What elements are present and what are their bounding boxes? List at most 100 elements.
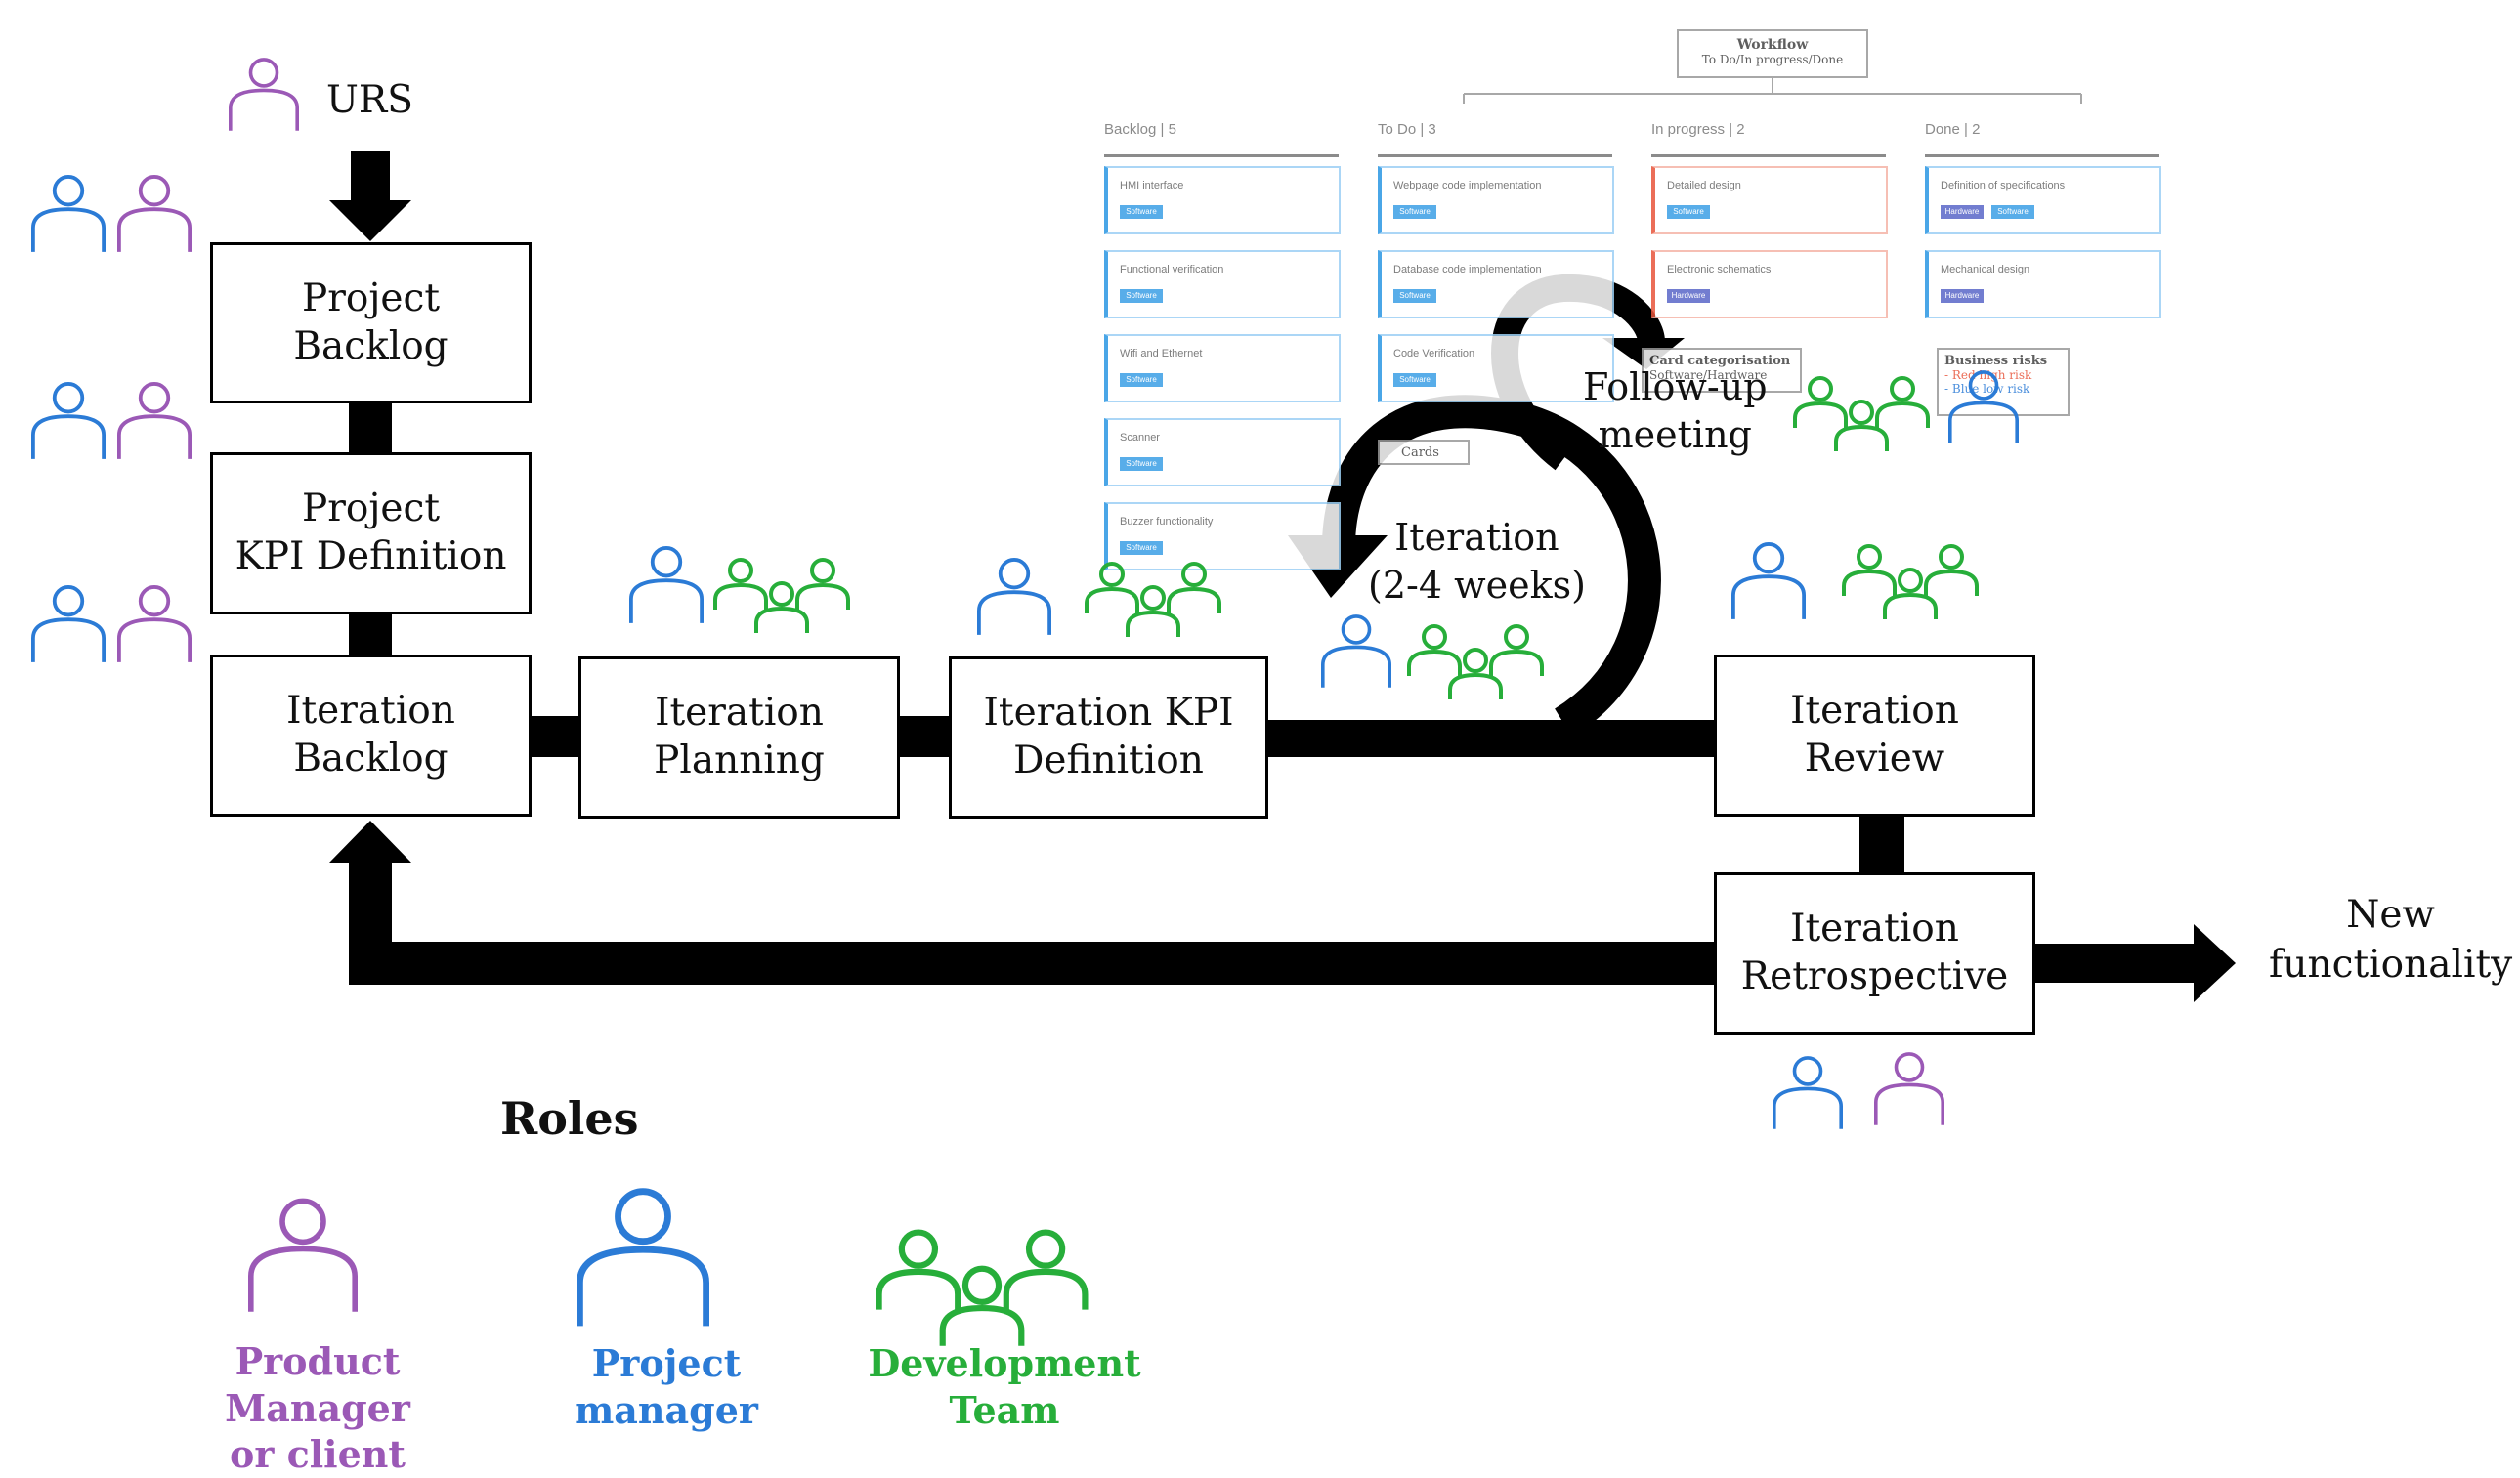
team-icon xyxy=(713,558,850,633)
person-icon xyxy=(31,382,106,459)
board-card-title: Scanner xyxy=(1120,432,1160,443)
board-column-underline xyxy=(1104,154,1339,157)
board-card-title: Code Verification xyxy=(1393,348,1475,359)
person-icon xyxy=(248,1198,358,1312)
iteration-retrospective-box: Iteration Retrospective xyxy=(1714,872,2035,1035)
team-icon xyxy=(876,1229,1089,1346)
roles-title: Roles xyxy=(500,1092,639,1145)
workflow-box: Workflow To Do/In progress/Done xyxy=(1677,29,1868,78)
board-card-tag: Hardware xyxy=(1941,289,1984,303)
team-icon xyxy=(1842,544,1979,619)
role-label-project-manager: Project manager xyxy=(575,1341,758,1432)
iteration-review-box: Iteration Review xyxy=(1714,655,2035,817)
board-card-title: Definition of specifications xyxy=(1941,180,2066,191)
board-card-title: Functional verification xyxy=(1120,264,1224,275)
team-icon xyxy=(1793,376,1930,451)
connector-backlog-kpi xyxy=(349,401,392,455)
card-categorisation-text: Software/Hardware xyxy=(1649,368,1768,382)
iteration-backlog-box: Iteration Backlog xyxy=(210,655,532,817)
board-column-header: Backlog | 5 xyxy=(1104,121,1176,138)
card-categorisation-title: Card categorisation xyxy=(1649,354,1791,368)
person-icon xyxy=(629,546,704,623)
board-card-title: Mechanical design xyxy=(1941,264,2030,275)
agile-process-diagram: Workflow To Do/In progress/Done Backlog … xyxy=(31,20,2513,1476)
board-column-header: Done | 2 xyxy=(1925,121,1981,138)
person-icon xyxy=(1874,1052,1944,1125)
board-card-tag: Software xyxy=(1120,541,1163,555)
kanban-board: Workflow To Do/In progress/Done Backlog … xyxy=(1094,20,2189,586)
connector-review-retrospective xyxy=(1859,814,1904,874)
cards-note: Cards xyxy=(1401,445,1439,460)
new-functionality-label: New functionality xyxy=(2269,893,2513,987)
urs-label: URS xyxy=(326,78,413,122)
board-card-title: Wifi and Ethernet xyxy=(1120,348,1203,359)
workflow-subtitle: To Do/In progress/Done xyxy=(1701,53,1844,66)
flow-connectors xyxy=(329,151,2236,1002)
board-card-tag: Software xyxy=(1667,205,1710,219)
output-arrow-head xyxy=(2194,924,2236,1002)
board-card-title: Buzzer functionality xyxy=(1120,516,1214,528)
board-card-title: Database code implementation xyxy=(1393,264,1542,275)
project-kpi-box: Project KPI Definition xyxy=(210,452,532,614)
business-risks-title: Business risks xyxy=(1944,354,2048,368)
project-backlog-box: Project Backlog xyxy=(210,242,532,403)
person-icon xyxy=(31,585,106,662)
connector-planning-kpi xyxy=(897,716,952,757)
person-icon xyxy=(577,1188,709,1327)
return-path-bottom xyxy=(349,942,1717,985)
board-card-title: Webpage code implementation xyxy=(1393,180,1542,191)
board-card-tag: Software xyxy=(1120,289,1163,303)
urs-arrow-head xyxy=(329,200,411,241)
board-card-tag: Hardware xyxy=(1667,289,1710,303)
connector-backlog-planning xyxy=(530,716,580,757)
board-column-underline xyxy=(1925,154,2159,157)
return-path-vertical xyxy=(349,858,392,985)
board-column-underline xyxy=(1651,154,1886,157)
business-risks-box: Business risks - Red high risk - Blue lo… xyxy=(1937,348,2070,416)
person-icon xyxy=(1948,370,2019,443)
person-icon xyxy=(117,382,192,459)
board-card-tag: Software xyxy=(1120,457,1163,471)
person-icon xyxy=(117,585,192,662)
role-icons xyxy=(31,58,2019,1346)
board-card-title: Detailed design xyxy=(1667,180,1741,191)
board-card-tag: Software xyxy=(1991,205,2034,219)
return-arrow-head xyxy=(329,821,411,863)
person-icon xyxy=(31,175,106,252)
iteration-loop-label: Iteration (2-4 weeks) xyxy=(1368,516,1586,607)
board-column-header: To Do | 3 xyxy=(1378,121,1436,138)
board-card-tag: Hardware xyxy=(1941,205,1984,219)
urs-arrow-shaft xyxy=(351,151,390,205)
board-card-title: Electronic schematics xyxy=(1667,264,1772,275)
board-card-tag: Software xyxy=(1120,205,1163,219)
workflow-title: Workflow xyxy=(1736,37,1809,53)
person-icon xyxy=(117,175,192,252)
team-icon xyxy=(1085,562,1221,637)
person-icon xyxy=(1731,542,1806,619)
person-icon xyxy=(1773,1056,1843,1129)
business-risk-low: - Blue low risk xyxy=(1944,382,2030,396)
business-risk-high: - Red high risk xyxy=(1944,368,2032,382)
connector-kpi-review xyxy=(1266,720,1716,757)
iteration-planning-box: Iteration Planning xyxy=(578,656,900,819)
person-icon xyxy=(977,558,1051,635)
role-label-development-team: Development Team xyxy=(868,1341,1141,1432)
workflow-bracket xyxy=(1463,78,2082,104)
board-card-tag: Software xyxy=(1393,289,1436,303)
output-arrow-shaft xyxy=(2035,944,2203,983)
board-card-tag: Software xyxy=(1120,373,1163,387)
board-column-underline xyxy=(1378,154,1612,157)
iteration-kpi-box: Iteration KPI Definition xyxy=(949,656,1268,819)
board-card-tag: Software xyxy=(1393,205,1436,219)
